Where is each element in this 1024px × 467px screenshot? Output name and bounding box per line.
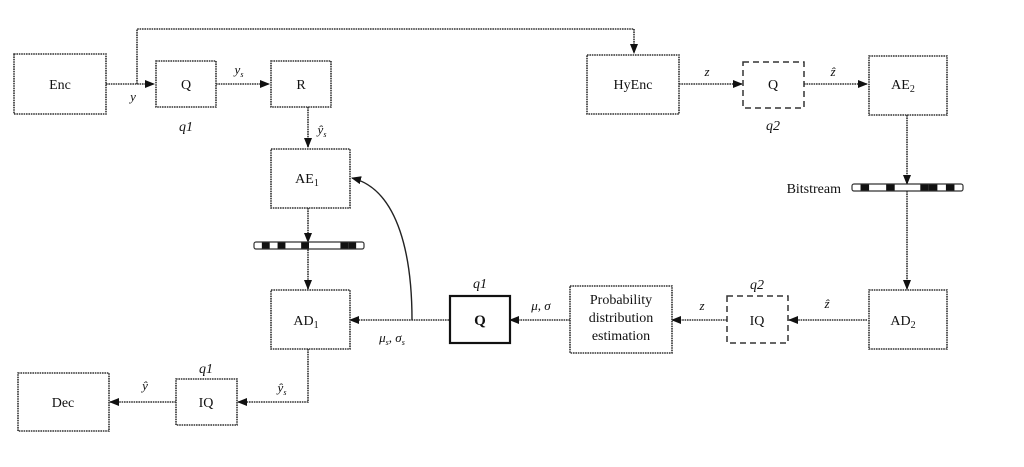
block-enc-label: Enc [49, 78, 71, 93]
arrow-ad1-to-iq1 [237, 349, 309, 406]
pde-line-3: estimation [592, 329, 650, 344]
block-iq1: IQ [175, 378, 238, 426]
q1-label-encoder: q1 [179, 120, 193, 135]
bitstream-bit [945, 184, 955, 191]
block-iq2-label: IQ [750, 314, 765, 329]
q1-label-dequant: q1 [199, 362, 213, 377]
pde-line-1: Probability [590, 293, 652, 308]
bitstream-bit [886, 184, 895, 191]
block-dec: Dec [17, 372, 110, 432]
signal-mu-s-sigma-s: μs, σs [378, 330, 405, 347]
block-q-bold-label: Q [474, 313, 486, 329]
block-probability-estimation: Probability distribution estimation [569, 285, 673, 354]
bitstream-bit [860, 184, 870, 191]
block-iq2: IQ [726, 295, 789, 344]
q1-label-decoder: q1 [473, 277, 487, 292]
block-ae1: AE1 [270, 148, 351, 209]
block-q2: Q [742, 61, 805, 109]
signal-mu-sigma: μ, σ [530, 298, 551, 313]
signal-y: y [128, 89, 136, 104]
bitstream-bit [277, 242, 286, 249]
signal-y-s: ys [233, 62, 244, 79]
block-r-label: R [296, 78, 306, 93]
signal-z: z [703, 64, 709, 79]
bitstream-bit [340, 242, 349, 249]
bitstream-bit [920, 184, 929, 191]
bitstream-hyper [851, 183, 964, 192]
bitstream-bit [928, 184, 938, 191]
bitstream-bit [301, 242, 309, 249]
block-ad2: AD2 [868, 289, 948, 350]
block-q1: Q [155, 60, 217, 108]
signal-z-hat-decoder: ẑ [823, 296, 830, 311]
q2-label-decoder: q2 [750, 278, 764, 293]
block-ad1-label: AD1 [293, 314, 318, 331]
block-hyenc-label: HyEnc [614, 78, 653, 93]
block-dec-label: Dec [52, 396, 75, 411]
block-r: R [270, 60, 332, 108]
signal-z-hat: ẑ [829, 64, 836, 79]
block-ae1-label: AE1 [295, 172, 319, 189]
bitstream-bit [261, 242, 270, 249]
q2-label-encoder: q2 [766, 119, 780, 134]
bitstream-bit [348, 242, 357, 249]
arrow-params-to-ae1 [351, 176, 413, 321]
pde-line-2: distribution [589, 311, 654, 326]
block-ad2-label: AD2 [890, 314, 915, 331]
bitstream-main [253, 241, 365, 250]
block-enc: Enc [13, 53, 107, 115]
block-hyenc: HyEnc [586, 54, 680, 115]
bitstream-label: Bitstream [787, 182, 842, 197]
block-q2-label: Q [768, 78, 778, 93]
block-ad1: AD1 [270, 289, 351, 350]
signal-y-hat: ŷ [140, 378, 148, 393]
signal-y-hat-s-encoder: ŷs [316, 122, 327, 139]
signal-y-hat-s-decoder: ŷs [276, 380, 287, 397]
arrow-y-to-hyenc [136, 28, 638, 84]
block-q1-label: Q [181, 78, 191, 93]
signal-z-decoder: z [698, 298, 704, 313]
block-q-bold: Q [448, 294, 512, 345]
block-ae2: AE2 [868, 55, 948, 116]
block-ae2-label: AE2 [891, 78, 915, 95]
block-iq1-label: IQ [199, 396, 214, 411]
